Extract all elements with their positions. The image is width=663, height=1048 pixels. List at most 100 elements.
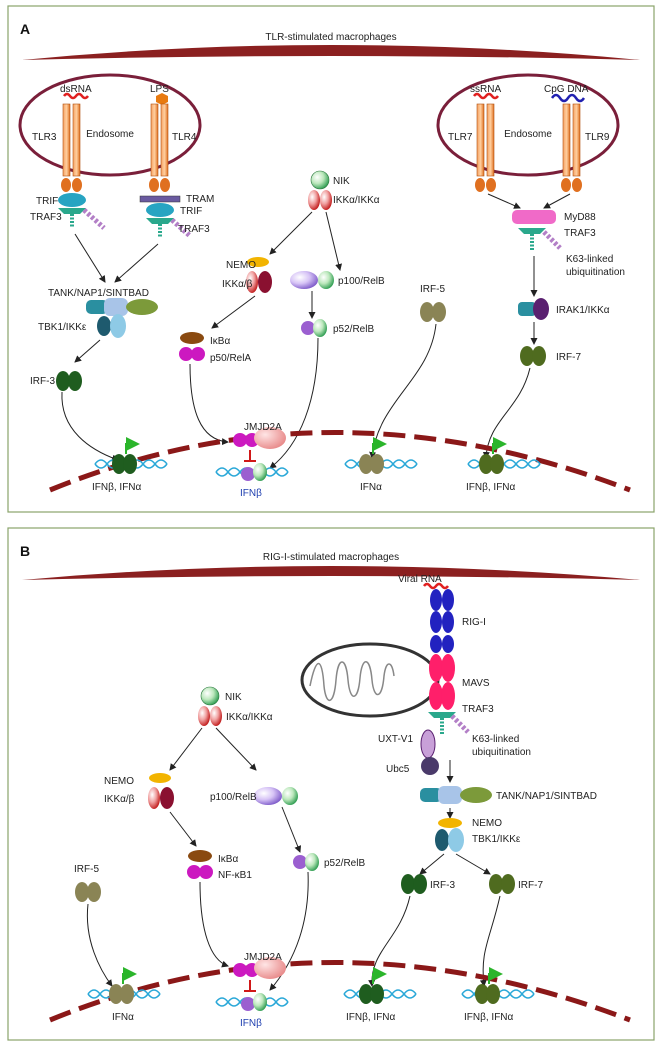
irf7-label-a: IRF-7 <box>556 352 581 363</box>
tlr7-label: TLR7 <box>448 132 473 143</box>
lps-icon <box>156 93 168 105</box>
tram-label: TRAM <box>186 194 214 205</box>
gene-label-b4: IFNβ, IFNα <box>464 1012 514 1023</box>
rigi-icon <box>430 589 454 653</box>
gene-dna-a3 <box>344 437 418 474</box>
irf5-b-icon <box>75 882 101 902</box>
ubc5-label: Ubc5 <box>386 764 410 775</box>
k63-label-a2: ubiquitination <box>566 267 625 278</box>
plasma-membrane-a <box>22 45 640 60</box>
irf7-b-label: IRF-7 <box>518 880 543 891</box>
tlr4-label: TLR4 <box>172 132 197 143</box>
endosome-right <box>436 73 620 177</box>
arrow-p52-nucleus-b <box>269 871 309 991</box>
ikba-label-a: IκBα <box>210 336 230 347</box>
gene-label-b1: IFNα <box>112 1012 134 1023</box>
p52-b-icon <box>293 853 319 871</box>
irak1-icon <box>518 298 549 320</box>
viral-rna-label: Viral RNA <box>398 574 442 585</box>
p52-relb-icon-a <box>301 319 327 337</box>
tlr9-receptor <box>561 103 582 192</box>
tank-label: TANK/NAP1/SINTBAD <box>48 288 149 299</box>
tbk1-b-label: TBK1/IKKε <box>472 834 521 845</box>
ikk-aa-label-b: IKKα/IKKα <box>226 712 273 723</box>
arrow-tbk1-irf7-b <box>455 853 491 875</box>
arrow-p100-p52-b <box>281 806 302 853</box>
ikk-ab-icon-b <box>148 787 174 809</box>
arrow-p52-nucleus-a <box>269 337 319 469</box>
traf3-left-label: TRAF3 <box>30 212 62 223</box>
endosome-left <box>18 73 202 177</box>
irf5-label-b: IRF-5 <box>74 864 99 875</box>
ikk-aa-icon-a <box>308 190 332 210</box>
irf3-icon-a <box>56 371 82 391</box>
tank-b-icon <box>420 786 492 804</box>
panel-a: A TLR-stimulated macrophages Endosome ds… <box>7 5 655 513</box>
plasma-membrane-b <box>22 566 640 580</box>
jmjd2a-label-a: JMJD2A <box>244 422 282 433</box>
nik-label-b: NIK <box>225 692 242 703</box>
dsrna-icon <box>63 92 89 100</box>
ikba-p50-icon-a <box>179 332 205 361</box>
arrow-trif-tank-1 <box>74 233 106 283</box>
p100-label-a: p100/RelB <box>338 276 385 287</box>
arrow-nfkb1-nucleus-b <box>199 881 229 968</box>
tlr3-label: TLR3 <box>32 132 57 143</box>
mitochondrion-icon <box>300 642 440 718</box>
gene-dna-a2 <box>215 427 289 481</box>
k63-label-b1: K63-linked <box>472 734 519 745</box>
panel-b-frame <box>7 527 655 1041</box>
traf3-right-icon <box>146 218 192 238</box>
p100-relb-icon-a <box>290 271 334 289</box>
nik-icon-a <box>310 170 330 190</box>
gene-label-a2: IFNβ <box>240 488 262 499</box>
tbk1-b-icon <box>435 828 464 852</box>
ikk-ab-label-a: IKKα/β <box>222 279 253 290</box>
myd88-icon <box>512 210 556 224</box>
gene-dna-b3 <box>343 967 417 1004</box>
uxt-label: UXT-V1 <box>378 734 413 745</box>
panel-a-title: TLR-stimulated macrophages <box>265 32 396 43</box>
ligand-dsrna-label: dsRNA <box>60 84 92 95</box>
gene-dna-b4 <box>461 967 535 1004</box>
ubc5-icon <box>421 757 439 775</box>
tram-icon <box>139 195 181 203</box>
gene-label-a4: IFNβ, IFNα <box>466 482 516 493</box>
traf3-b-icon <box>428 712 470 734</box>
irf5-label-a: IRF-5 <box>420 284 445 295</box>
p50-label-a: p50/RelA <box>210 353 251 364</box>
irf5-icon-a <box>420 302 446 322</box>
tlr3-receptor <box>61 103 82 192</box>
nik-label-a: NIK <box>333 176 350 187</box>
ikk-ab-label-b: IKKα/β <box>104 794 135 805</box>
irf3-b-icon <box>401 874 427 894</box>
ikk-aa-icon-b <box>198 706 222 726</box>
arrow-irf3-nucleus <box>61 391 119 462</box>
uxt-icon <box>420 729 436 759</box>
trif-left-icon <box>58 193 86 207</box>
arrow-tlr7-myd88 <box>487 193 521 209</box>
panel-b-title: RIG-I-stimulated macrophages <box>263 552 399 563</box>
p52-label-b: p52/RelB <box>324 858 365 869</box>
k63-label-a1: K63-linked <box>566 254 613 265</box>
panel-a-letter: A <box>20 21 30 37</box>
arrow-tbk1-irf3-b <box>419 853 445 875</box>
irf7-icon-a <box>520 346 546 366</box>
tbk1-label: TBK1/IKKε <box>38 322 87 333</box>
endosome-left-label: Endosome <box>86 129 134 140</box>
tlr4-receptor <box>149 103 170 192</box>
panel-a-frame <box>7 5 655 513</box>
nfkb1-label-b: NF-κB1 <box>218 870 252 881</box>
nik-icon-b <box>200 686 220 706</box>
tlr9-label: TLR9 <box>585 132 610 143</box>
traf3-myd-label: TRAF3 <box>564 228 596 239</box>
endosome-right-label: Endosome <box>504 129 552 140</box>
nemo-b-right-icon <box>438 818 462 828</box>
arrow-nik-nemo-b <box>169 727 203 771</box>
viral-rna-icon <box>423 582 449 590</box>
gene-label-b2: IFNβ <box>240 1018 262 1029</box>
gene-dna-a4 <box>467 437 541 474</box>
nemo-icon-b <box>149 773 171 783</box>
trif-left-label: TRIF <box>36 196 58 207</box>
